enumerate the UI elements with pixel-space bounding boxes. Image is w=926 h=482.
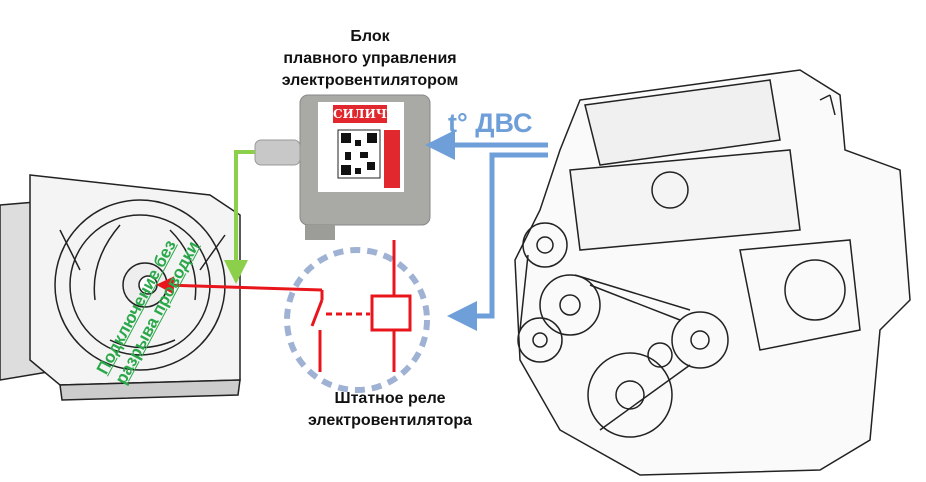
green-wire [224,150,255,284]
relay-symbol [310,240,412,372]
engine-temperature-label: t° ДВС [448,108,533,138]
device-logo: СИЛИЧЪ [333,105,399,123]
relay-label-line-1: Штатное реле [334,390,446,407]
relay-signal-arrow [447,152,548,331]
title-line-3: электровентилятором [281,72,459,89]
control-unit-title: Блок плавного управления электровентилят… [230,26,510,92]
title-line-2: плавного управления [283,50,457,67]
relay-label-line-2: электровентилятора [307,412,473,429]
power-arrow-to-fan [156,276,323,295]
title-line-1: Блок [350,28,390,45]
qr-code [341,133,377,175]
relay-dashed-circle [284,247,430,393]
radiator-fan-illustration [0,174,241,401]
engine-illustration [514,69,911,476]
relay-label: Штатное реле электровентилятора [270,388,510,432]
